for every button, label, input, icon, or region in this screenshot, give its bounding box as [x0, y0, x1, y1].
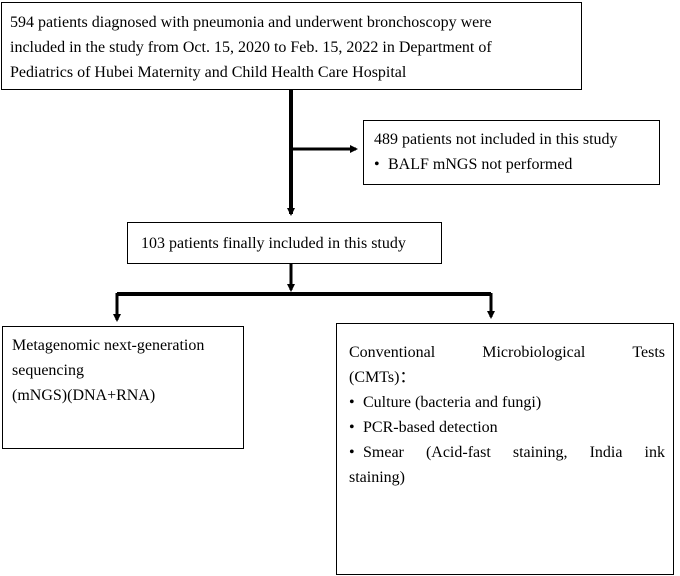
cmt-word-1: Conventional [349, 344, 436, 361]
cmt-word-2: Microbiological [482, 344, 586, 361]
cmt-bullet-text: PCR-based detection [363, 419, 498, 436]
cmt-line-2: (CMTs)： [349, 369, 416, 386]
cmt-bullet-item: • PCR-based detection [349, 415, 665, 440]
cmt-b3-word-3: staining, [512, 444, 568, 461]
bullet-icon: • [349, 444, 355, 461]
cmt-bullet3-line-1: Smear (Acid-fast staining, India ink [363, 440, 665, 465]
excluded-bullet-text: BALF mNGS not performed [388, 156, 573, 173]
bullet-icon: • [349, 419, 355, 436]
cmt-bullet-item: • Culture (bacteria and fungi) [349, 390, 665, 415]
mngs-line-2: sequencing [12, 362, 84, 379]
included-text: 103 patients finally included in this st… [141, 235, 406, 252]
box-mngs-method: Metagenomic next-generation sequencing (… [2, 326, 244, 449]
cmt-bullet-text: Culture (bacteria and fungi) [363, 394, 542, 411]
box-cmt-method: Conventional Microbiological Tests (CMTs… [336, 323, 674, 575]
start-line-1: 594 patients diagnosed with pneumonia an… [10, 14, 492, 31]
excluded-title: 489 patients not included in this study [374, 131, 618, 148]
cmt-bullet-item: • Smear (Acid-fast staining, India ink [349, 440, 665, 465]
cmt-line-1: Conventional Microbiological Tests [349, 340, 665, 365]
cmt-word-3: Tests [632, 344, 665, 361]
mngs-line-1: Metagenomic next-generation [12, 337, 205, 354]
box-enrolled-patients: 594 patients diagnosed with pneumonia an… [1, 2, 582, 90]
cmt-b3-word-1: Smear [363, 444, 404, 461]
cmt-b3-word-4: India [589, 444, 623, 461]
box-included-patients: 103 patients finally included in this st… [127, 222, 442, 264]
start-line-2: included in the study from Oct. 15, 2020… [10, 39, 492, 56]
cmt-bullet3-line-2: staining) [349, 469, 405, 486]
box-excluded-patients: 489 patients not included in this study … [363, 120, 660, 185]
excluded-bullet-item: • BALF mNGS not performed [374, 152, 651, 177]
cmt-b3-word-5: ink [644, 444, 665, 461]
mngs-line-3: (mNGS)(DNA+RNA) [12, 387, 156, 404]
bullet-icon: • [374, 156, 380, 173]
start-line-3: Pediatrics of Hubei Maternity and Child … [10, 64, 407, 81]
cmt-b3-word-2: (Acid-fast [425, 444, 491, 461]
bullet-icon: • [349, 394, 355, 411]
